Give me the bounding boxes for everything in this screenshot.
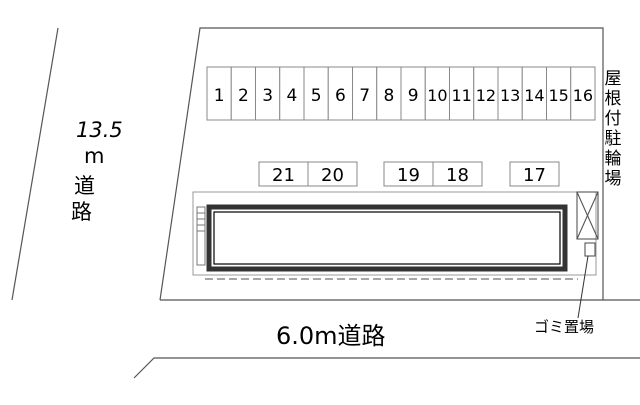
parking-space-box <box>383 161 434 187</box>
parking-space: 11 <box>449 66 475 121</box>
parking-space-number: 1 <box>214 86 225 106</box>
parking-space-number: 8 <box>383 86 394 106</box>
parking-space-box <box>258 161 309 187</box>
parking-space-box <box>255 66 281 121</box>
parking-space-box <box>521 66 547 121</box>
bicycle-parking-label-char: 付 <box>605 109 622 129</box>
parking-space: 4 <box>279 66 305 121</box>
main-road-label: 6.0m道路 <box>276 322 386 350</box>
parking-space-number: 17 <box>523 165 546 186</box>
parking-space-box <box>546 66 572 121</box>
parking-space-number: 2 <box>238 86 249 106</box>
bicycle-parking-area <box>576 191 599 240</box>
garbage-label: ゴミ置場 <box>534 318 594 336</box>
bicycle-parking-label-char: 場 <box>605 169 622 189</box>
parking-space-box <box>432 161 483 187</box>
parking-space: 13 <box>497 66 523 121</box>
parking-space: 15 <box>546 66 572 121</box>
parking-space-number: 6 <box>335 86 346 106</box>
parking-space-number: 4 <box>286 86 297 106</box>
parking-space: 10 <box>424 66 450 121</box>
parking-space-box <box>230 66 256 121</box>
parking-space-box <box>400 66 426 121</box>
parking-space-number: 5 <box>311 86 322 106</box>
parking-space-box <box>473 66 499 121</box>
parking-space-number: 21 <box>272 165 295 186</box>
garbage-leader-line <box>577 255 589 319</box>
parking-space: 20 <box>307 161 358 187</box>
parking-space-box <box>307 161 358 187</box>
parking-space-number: 16 <box>573 86 593 105</box>
parking-space-number: 20 <box>321 165 344 186</box>
parking-space: 7 <box>352 66 378 121</box>
parking-space: 8 <box>376 66 402 121</box>
parking-space-number: 15 <box>548 86 568 105</box>
parking-space: 17 <box>509 161 560 187</box>
parking-space: 12 <box>473 66 499 121</box>
parking-space-box <box>279 66 305 121</box>
parking-space: 14 <box>521 66 547 121</box>
lot-boundary <box>159 27 604 301</box>
stairs <box>196 206 206 266</box>
parking-space-box <box>206 66 232 121</box>
parking-space: 1 <box>206 66 232 121</box>
parking-row-bottom: 21 20 19 18 17 <box>258 161 560 187</box>
bicycle-parking-label-char: 屋 <box>605 69 622 89</box>
parking-space-number: 7 <box>359 86 370 106</box>
bicycle-parking-label-char: 駐 <box>605 129 622 149</box>
parking-space-number: 11 <box>451 86 471 105</box>
parking-space-box <box>352 66 378 121</box>
parking-space-number: 10 <box>427 86 447 105</box>
parking-space: 2 <box>230 66 256 121</box>
side-road-edge <box>11 27 59 301</box>
parking-space: 21 <box>258 161 309 187</box>
side-road-name-2: 路 <box>71 200 92 224</box>
parking-space-number: 3 <box>262 86 273 106</box>
parking-space-number: 12 <box>476 86 496 105</box>
parking-space-number: 14 <box>524 86 544 105</box>
parking-space: 19 <box>383 161 434 187</box>
parking-space-box <box>449 66 475 121</box>
parking-space: 6 <box>327 66 353 121</box>
parking-space: 5 <box>303 66 329 121</box>
garbage-area <box>584 242 596 257</box>
parking-space-box <box>570 66 596 121</box>
parking-space-box <box>509 161 560 187</box>
side-road-unit: m <box>84 144 104 168</box>
parking-space: 16 <box>570 66 596 121</box>
parking-space-number: 9 <box>408 86 419 106</box>
side-road-name-1: 道 <box>74 174 95 198</box>
parking-space-number: 19 <box>397 165 420 186</box>
parking-space: 9 <box>400 66 426 121</box>
side-road-width: 13.5 <box>76 118 123 142</box>
building-inner <box>213 211 561 265</box>
main-road-edge-bottom <box>133 357 640 379</box>
parking-space: 3 <box>255 66 281 121</box>
parking-space: 18 <box>432 161 483 187</box>
parking-space-number: 13 <box>500 86 520 105</box>
bicycle-parking-label-char: 輪 <box>605 149 622 169</box>
bicycle-parking-label-char: 根 <box>605 89 622 109</box>
side-road-label: 13.5 m 道 路 <box>71 118 123 224</box>
parking-space-number: 18 <box>446 165 469 186</box>
